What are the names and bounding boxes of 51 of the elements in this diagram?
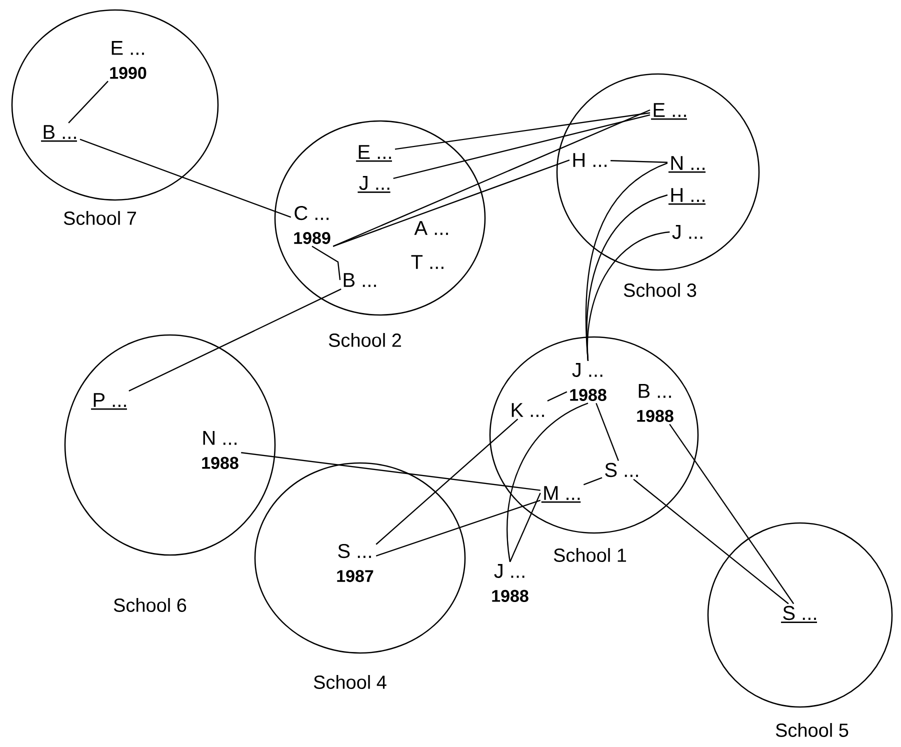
connector-line (312, 246, 341, 280)
connector-line (610, 160, 668, 163)
person-label: J ... (672, 225, 702, 239)
connector-line (241, 452, 540, 491)
connector-line (332, 159, 570, 247)
person-label: E ... 1990 (110, 41, 146, 79)
person-label: B ... (44, 125, 76, 139)
group-label: School 3 (624, 283, 696, 297)
person-label: J ... 1988 (492, 564, 528, 602)
person-label: H ... (573, 153, 606, 167)
connector-line (376, 500, 541, 556)
person-label: P ... (94, 393, 126, 407)
person-label: E ... (654, 103, 686, 117)
connector-line (68, 80, 108, 124)
person-label: B ... 1988 (637, 384, 674, 422)
person-label: A ... (414, 221, 448, 235)
connector-line (586, 231, 670, 361)
connector-line (586, 194, 668, 361)
group-label: School 1 (554, 548, 626, 562)
connector-line (596, 402, 619, 461)
person-label: S ... 1987 (337, 544, 374, 582)
connector-line (332, 109, 650, 247)
connector-line (583, 477, 602, 486)
person-label: N ... (671, 156, 704, 170)
connector-line (80, 138, 292, 218)
person-label: M ... (544, 486, 580, 500)
group-label: School 4 (314, 675, 386, 689)
person-label: K ... (512, 403, 544, 417)
person-label: J ... (359, 176, 390, 190)
connector-line (393, 114, 650, 180)
group-label: School 6 (114, 598, 186, 612)
person-label: E ... (358, 145, 391, 159)
group-label: School 7 (64, 211, 136, 225)
connector-line (547, 391, 568, 402)
group-label: School 2 (328, 333, 401, 347)
connector-line (633, 478, 789, 604)
person-label: S ... (605, 462, 638, 478)
person-label: C ... 1989 (294, 206, 330, 244)
connector-line (506, 402, 588, 562)
person-label: B ... (344, 273, 376, 287)
person-label: H ... (671, 188, 704, 202)
person-label: N ... 1988 (202, 431, 238, 469)
person-label: T ... (411, 255, 444, 269)
person-label: J ... 1988 (570, 363, 606, 401)
connector-line (669, 424, 794, 604)
connector-line (394, 112, 650, 150)
connector-line (509, 492, 541, 562)
group-label: School 5 (776, 723, 848, 737)
person-label: S ... (783, 606, 816, 620)
connector-line (128, 288, 342, 392)
connector-line (376, 418, 518, 545)
